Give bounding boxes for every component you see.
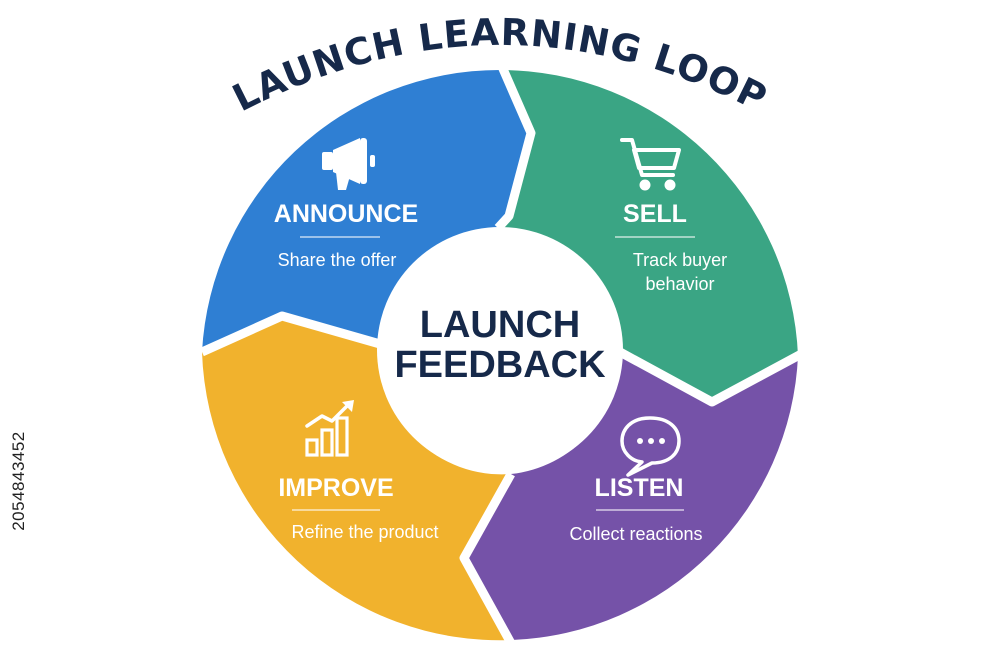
growth-chart-icon	[305, 400, 354, 457]
segment-label-sell: SELL	[623, 200, 687, 228]
megaphone-icon	[322, 138, 375, 190]
segment-improve	[202, 316, 512, 641]
segment-label-announce: ANNOUNCE	[274, 200, 418, 228]
segment-announce	[202, 69, 531, 352]
segment-desc-improve: Refine the product	[291, 522, 438, 542]
segment-dividers	[200, 60, 808, 648]
shopping-cart-icon	[620, 138, 681, 191]
center-label-line2: FEEDBACK	[394, 344, 606, 386]
segment-sell	[498, 69, 798, 402]
segment-desc-listen: Collect reactions	[569, 524, 702, 544]
segment-label-improve: IMPROVE	[278, 474, 393, 502]
image-id-label: 2054843452	[9, 431, 28, 531]
segment-listen	[464, 352, 798, 640]
segment-desc-sell-line2: behavior	[645, 274, 714, 294]
segment-desc-sell-line1: Track buyer	[633, 250, 727, 270]
segment-desc-announce: Share the offer	[278, 250, 397, 270]
center-label-line1: LAUNCH	[420, 304, 580, 346]
segment-label-listen: LISTEN	[595, 474, 684, 502]
speech-bubble-icon	[620, 416, 681, 477]
center-circle	[377, 227, 623, 473]
